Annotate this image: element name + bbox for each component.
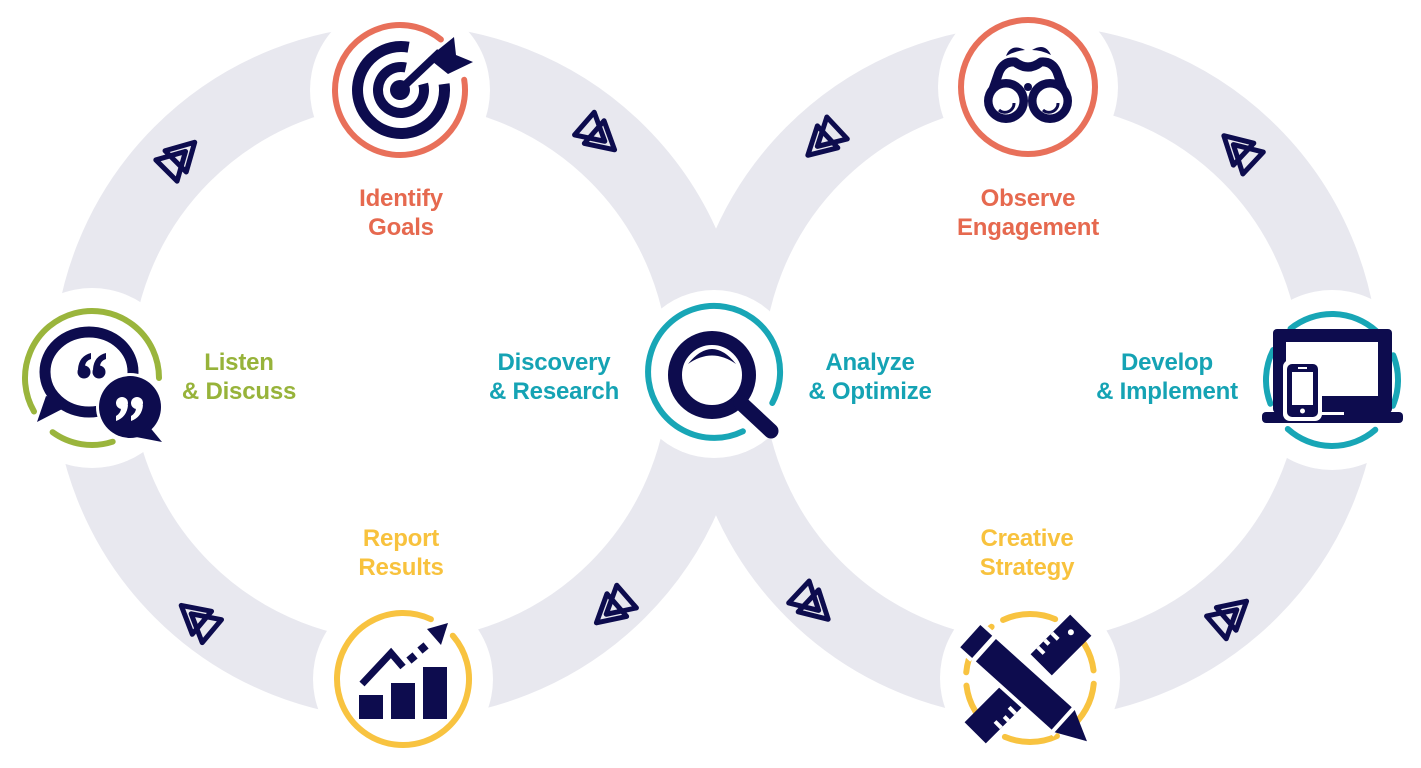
label-listen-discuss: Listen & Discuss [119,348,359,406]
label-line: Report [362,525,440,552]
growth-chart-icon [334,610,472,748]
binoculars-ring [958,17,1098,157]
binoculars-icon [958,17,1098,157]
label-line: & Implement [1096,378,1238,405]
label-line: Observe [980,185,1076,212]
double-arrow-icon [178,602,224,646]
speech-bubbles-icon [22,307,164,448]
label-observe-engagement: Observe Engagement [908,184,1148,242]
creative-ring [963,611,1097,745]
magnifier-ring [645,302,784,441]
label-discovery-research: Discovery & Research [434,348,674,406]
target-icon [332,22,473,159]
double-arrow-icon [1221,133,1266,177]
double-arrow-icon [153,139,198,184]
double-arrow-icon [572,109,618,153]
label-line: & Optimize [808,378,932,405]
double-arrow-icon [1204,598,1250,642]
label-line: & Research [488,378,620,405]
laptop-phone-icon [1262,311,1403,449]
label-analyze-optimize: Analyze & Optimize [750,348,990,406]
label-line: Listen [204,349,274,376]
label-line: Analyze [825,349,915,376]
target-ring [332,22,468,159]
direction-arrows [153,109,1266,646]
double-arrow-icon [805,114,850,158]
label-creative-strategy: Creative Strategy [907,524,1147,582]
magnifier-icon [645,302,784,441]
label-line: Identify [359,185,443,212]
label-line: Results [358,554,444,581]
listen-ring [22,307,162,415]
label-line: Strategy [979,554,1075,581]
label-line: Creative [980,525,1074,552]
label-develop-implement: Develop & Implement [1047,348,1287,406]
label-line: & Discuss [181,378,297,405]
label-identify-goals: Identify Goals [281,184,521,242]
label-line: Engagement [956,214,1100,241]
pencil-ruler-icon [955,611,1097,745]
label-line: Goals [368,214,434,241]
label-line: Develop [1121,349,1213,376]
report-ring [334,610,472,748]
laptop-ring [1262,311,1402,449]
label-line: Discovery [497,349,611,376]
double-arrow-icon [593,582,639,626]
double-arrow-icon [786,578,831,622]
label-report-results: Report Results [281,524,521,582]
